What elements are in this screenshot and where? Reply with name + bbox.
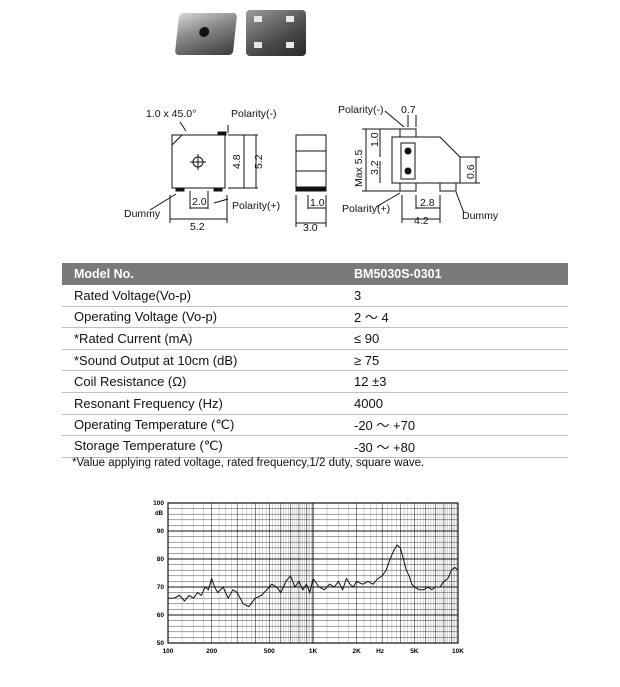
row-label: *Sound Output at 10cm (dB) — [74, 352, 238, 368]
x-tick-label: 1K — [309, 648, 318, 655]
row-value: -30 ～ +80 — [354, 439, 416, 455]
x-tick-label: 5K — [410, 648, 419, 655]
table-row: Operating Temperature (℃) -20 ～ +70 — [62, 415, 568, 437]
label-chamfer: 1.0 x 45.0° — [146, 108, 196, 120]
y-tick-label: 60 — [157, 612, 165, 619]
label-right-polarity-pos: Polarity(+) — [342, 203, 390, 215]
row-value: 3 — [354, 287, 362, 303]
y-tick-label: 90 — [157, 528, 165, 535]
x-tick-label: 100 — [163, 648, 174, 655]
dim-2-0: 2.0 — [192, 196, 207, 208]
y-tick-label: 80 — [157, 556, 165, 563]
x-tick-label: 2K — [352, 648, 361, 655]
table-row: Resonant Frequency (Hz) 4000 — [62, 393, 568, 415]
product-photo-bottom — [246, 10, 306, 56]
dim-4-2: 4.2 — [414, 215, 429, 227]
dim-5-2-bottom: 5.2 — [190, 221, 205, 233]
row-label: Operating Voltage (Vo-p) — [74, 309, 218, 325]
row-value: ≥ 75 — [354, 352, 380, 368]
dim-0-6: 0.6 — [465, 164, 477, 179]
dimension-drawing: 1.0 x 45.0° Polarity(-) Polarity(+) Dumm… — [124, 104, 499, 234]
label-right-polarity-neg: Polarity(-) — [338, 104, 384, 116]
product-photo-top — [174, 13, 238, 55]
table-row: Rated Voltage(Vo-p) 3 — [62, 285, 568, 307]
dim-2-8: 2.8 — [420, 197, 435, 209]
label-right-dummy: Dummy — [462, 210, 499, 222]
x-tick-label: 10K — [452, 648, 464, 655]
dim-4-8: 4.8 — [231, 154, 243, 169]
row-label: Resonant Frequency (Hz) — [74, 395, 223, 411]
dim-right-1-0: 1.0 — [369, 132, 381, 147]
dim-5-2: 5.2 — [253, 154, 265, 169]
table-row: Coil Resistance (Ω) 12 ±3 — [62, 371, 568, 393]
label-polarity-pos: Polarity(+) — [232, 200, 280, 212]
chart-x-ticks: 100 200 500 1K 2K Hz 5K 10K — [163, 648, 465, 655]
table-row: Operating Voltage (Vo-p) 2 ～ 4 — [62, 307, 568, 329]
row-value: 12 ±3 — [354, 374, 387, 390]
y-tick-label: 50 — [157, 640, 165, 647]
label-polarity-neg: Polarity(-) — [231, 108, 277, 120]
row-value: 2 ～ 4 — [354, 310, 389, 326]
x-tick-label: 500 — [264, 648, 275, 655]
row-label: Rated Voltage(Vo-p) — [74, 287, 192, 303]
dim-0-7: 0.7 — [401, 104, 416, 116]
row-label: Coil Resistance (Ω) — [74, 374, 187, 390]
table-footnote: *Value applying rated voltage, rated fre… — [72, 457, 425, 469]
row-label: *Rated Current (mA) — [74, 330, 193, 346]
row-label: Operating Temperature (℃) — [74, 416, 235, 432]
row-value: ≤ 90 — [354, 330, 380, 346]
y-tick-label: 100 — [153, 500, 164, 507]
x-tick-label: 200 — [206, 648, 217, 655]
chart-y-ticks: 100 90 80 70 60 50 — [153, 500, 164, 647]
chart-ylabel: dB — [155, 511, 164, 517]
dim-3-2: 3.2 — [369, 160, 381, 175]
dim-side-1-0: 1.0 — [310, 197, 325, 209]
dim-side-3-0: 3.0 — [303, 222, 318, 234]
table-row: *Sound Output at 10cm (dB) ≥ 75 — [62, 350, 568, 372]
spec-table: Model No. BM5030S-0301 Rated Voltage(Vo-… — [62, 263, 568, 458]
response-curve — [168, 544, 459, 608]
table-header: Model No. BM5030S-0301 — [62, 263, 568, 285]
header-model-label: Model No. — [74, 267, 134, 281]
table-row: *Rated Current (mA) ≤ 90 — [62, 328, 568, 350]
row-value: -20 ～ +70 — [354, 418, 416, 434]
row-value: 4000 — [354, 395, 383, 411]
row-label: Storage Temperature (℃) — [74, 438, 223, 454]
dim-max-5-5: Max 5.5 — [353, 149, 365, 187]
table-row: Storage Temperature (℃) -30 ～ +80 — [62, 436, 568, 458]
x-tick-label: Hz — [376, 648, 385, 655]
chart-grid — [167, 502, 459, 644]
header-model-value: BM5030S-0301 — [354, 267, 442, 281]
frequency-response-chart: 100 90 80 70 60 50 100 200 500 1K 2K Hz 5K 10K dB — [153, 500, 465, 655]
y-tick-label: 70 — [157, 584, 165, 591]
label-dummy: Dummy — [124, 208, 161, 220]
